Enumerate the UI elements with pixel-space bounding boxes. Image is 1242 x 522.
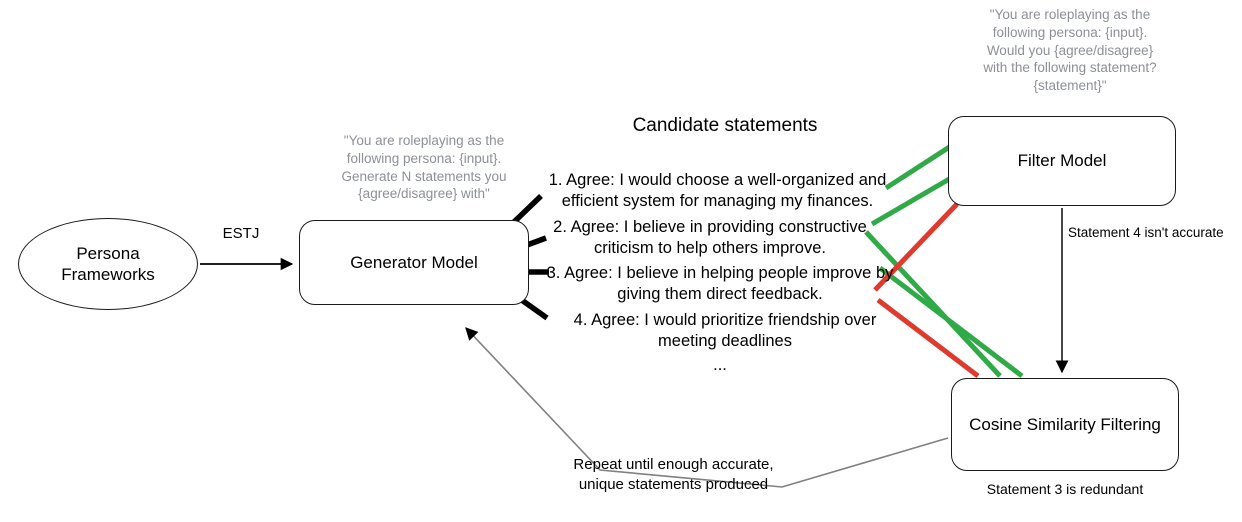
prompt-generator-model: "You are roleplaying as the following pe… — [341, 133, 507, 202]
candidate-statement-1: 1. Agree: I would choose a well-organize… — [545, 170, 890, 212]
candidate-statement-1-text: Agree: I would choose a well-organized a… — [561, 171, 887, 211]
annotation-statement-4-inaccurate: Statement 4 isn't accurate — [1068, 225, 1224, 240]
node-generator-model-label: Generator Model — [350, 252, 478, 272]
prompt-filter-model: "You are roleplaying as the following pe… — [983, 7, 1157, 94]
candidate-statement-2: 2. Agree: I believe in providing constru… — [545, 217, 875, 259]
candidate-statement-4-text: Agree: I would prioritize friendship ove… — [591, 311, 877, 351]
candidate-statement-1-number: 1. — [548, 171, 563, 189]
edge-rejected-to-cosine — [876, 298, 980, 378]
edge-statement-1-accepted — [884, 143, 953, 191]
candidate-statements-heading: Candidate statements — [632, 115, 818, 136]
candidate-statement-4-number: 4. — [573, 311, 588, 329]
edge-accepted-2-to-cosine — [878, 266, 1024, 378]
annotation-repeat-loop: Repeat until enough accurate, unique sta… — [573, 456, 774, 493]
candidate-statement-2-number: 2. — [553, 218, 567, 236]
node-cosine-filtering[interactable]: Cosine Similarity Filtering — [951, 378, 1179, 471]
node-filter-model[interactable]: Filter Model — [948, 116, 1176, 206]
candidate-statement-3-text: Agree: I believe in helping people impro… — [564, 264, 894, 304]
candidate-statement-4: 4. Agree: I would prioritize friendship … — [560, 310, 890, 352]
edge-label-estj: ESTJ — [222, 225, 260, 242]
candidate-statement-2-text: Agree: I believe in providing constructi… — [570, 218, 867, 258]
node-cosine-filtering-label: Cosine Similarity Filtering — [969, 414, 1161, 434]
annotation-statement-3-redundant: Statement 3 is redundant — [986, 481, 1144, 497]
node-generator-model[interactable]: Generator Model — [299, 220, 529, 305]
stub-statement-1 — [512, 194, 543, 224]
candidate-statement-3-number: 3. — [546, 264, 561, 282]
node-filter-model-label: Filter Model — [1017, 151, 1107, 170]
candidate-statement-3: 3. Agree: I believe in helping people im… — [545, 263, 895, 305]
candidate-statements-ellipsis: ... — [713, 356, 727, 374]
